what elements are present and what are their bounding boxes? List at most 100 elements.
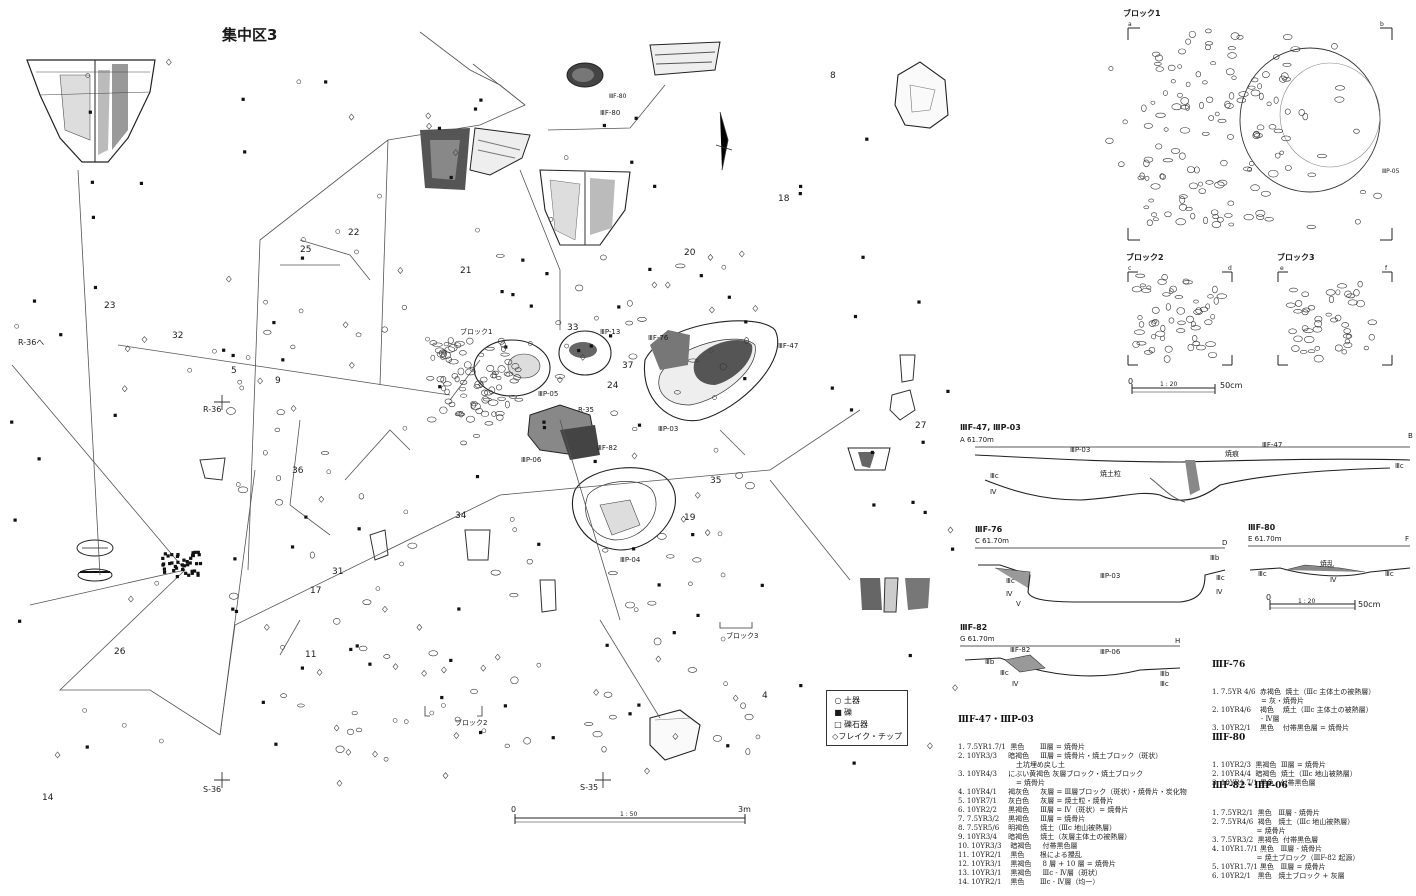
artifact-mark <box>1252 131 1261 140</box>
label-f47: ⅢF-47 <box>778 342 798 350</box>
artifact-mark <box>830 386 834 390</box>
artifact-mark <box>1199 101 1204 109</box>
artifact-mark <box>296 79 302 85</box>
artifact-mark <box>359 645 368 652</box>
num-18: 18 <box>778 194 790 204</box>
artifact-mark <box>602 548 609 553</box>
svg-text:Ⅲb: Ⅲb <box>1160 670 1170 678</box>
artifact-mark <box>1202 80 1208 85</box>
num-27: 27 <box>915 421 926 431</box>
artifact-mark <box>354 249 359 255</box>
artifact-mark <box>675 263 686 269</box>
artifact-mark <box>1243 213 1254 221</box>
artifact-mark <box>1151 334 1157 340</box>
artifact-mark <box>458 410 464 418</box>
artifact-mark <box>88 110 92 114</box>
artifact-mark <box>226 407 236 415</box>
artifact-mark <box>362 599 372 605</box>
artifact-mark <box>478 381 484 389</box>
num-26: 26 <box>114 647 126 657</box>
artifact-mark <box>1316 153 1327 159</box>
artifact-mark <box>630 160 634 164</box>
artifact-mark <box>720 636 726 642</box>
artifact-mark <box>176 560 180 564</box>
artifact-mark <box>1108 66 1114 71</box>
diamond-icon: ◇ <box>832 731 839 741</box>
artifact-mark <box>481 396 490 404</box>
artifact-mark <box>1143 156 1154 163</box>
artifact-mark <box>1178 48 1186 55</box>
artifact-mark <box>479 98 483 102</box>
artifact-mark <box>229 592 239 600</box>
artifact-mark <box>505 400 510 409</box>
artifact-mark <box>1207 294 1214 299</box>
label-f80: ⅢF-80 <box>600 109 620 117</box>
artifact-mark <box>425 336 430 342</box>
artifact-mark <box>1259 92 1264 101</box>
artifact-mark <box>1217 179 1228 186</box>
note-line: 11. 10YR2/1 黒色 根による攪乱 <box>958 851 1082 859</box>
artifact-mark <box>447 337 454 344</box>
artifact-mark <box>717 531 723 537</box>
artifact-mark <box>425 112 432 120</box>
note-line: 4. 10YR4/1 褐灰色 灰層 = Ⅲ層ブロック（斑状）・焼骨片・炭化物 <box>958 788 1187 796</box>
square-open-icon: □ <box>834 719 842 729</box>
inset-title-block2: ブロック2 <box>1126 252 1164 262</box>
artifact-mark <box>1194 166 1200 174</box>
main-scale-start: 0 <box>511 805 516 814</box>
artifact-mark <box>1280 72 1289 80</box>
artifact-mark <box>481 728 487 734</box>
artifact-mark <box>634 116 638 120</box>
artifact-mark <box>503 371 514 377</box>
artifact-mark <box>494 653 501 661</box>
artifact-mark <box>1155 112 1166 118</box>
artifact-mark <box>1105 137 1114 144</box>
artifact-mark <box>738 250 745 258</box>
artifact-mark <box>1164 345 1173 353</box>
artifact-mark <box>1205 341 1216 348</box>
artifact-mark <box>1162 292 1171 297</box>
artifact-mark <box>480 376 488 383</box>
artifact-mark <box>1307 172 1317 177</box>
inset-title-block1: ブロック1 <box>1123 8 1161 18</box>
artifact-mark <box>1228 222 1235 227</box>
section1-title: ⅢF-47, ⅢP-03 <box>960 423 1021 432</box>
artifact-mark <box>1274 152 1281 159</box>
artifact-mark <box>1141 104 1147 112</box>
feature-pits <box>473 320 779 551</box>
artifact-mark <box>1343 333 1353 339</box>
svg-text:Ⅲc: Ⅲc <box>1160 680 1169 688</box>
artifact-mark <box>1162 90 1168 96</box>
artifact-mark <box>1282 77 1292 82</box>
artifact-mark <box>594 315 599 321</box>
artifact-mark <box>280 645 285 650</box>
artifact-mark <box>1290 46 1301 53</box>
artifact-mark <box>584 722 594 726</box>
note-line: 12. 10YR3/1 黒褐色 8 層 + 10 層 = 焼骨片 <box>958 860 1116 868</box>
artifact-mark <box>719 363 727 371</box>
artifact-mark <box>1359 190 1367 195</box>
artifact-mark <box>1177 92 1183 98</box>
artifact-mark <box>333 618 341 625</box>
svg-text:Ⅲc: Ⅲc <box>1395 462 1404 470</box>
artifact-mark <box>1143 350 1153 355</box>
artifact-mark <box>448 401 456 408</box>
artifact-mark <box>170 553 174 557</box>
artifact-mark <box>744 713 754 721</box>
artifact-mark <box>397 267 404 274</box>
note-line: 1. 7.5YR2/1 黒色 Ⅲ層 - 焼骨片 <box>1212 809 1320 817</box>
section1-ash: 焼痕 <box>1225 449 1239 458</box>
artifact-mark <box>454 412 466 417</box>
artifact-mark <box>298 308 304 314</box>
artifact-mark <box>1330 317 1339 323</box>
artifact-mark <box>1216 293 1228 299</box>
artifact-mark <box>272 320 276 325</box>
artifact-mark <box>1151 319 1160 327</box>
artifact-mark <box>1220 159 1228 167</box>
svg-text:Ⅲc: Ⅲc <box>1006 577 1015 585</box>
artifact-mark <box>1325 312 1332 317</box>
artifact-mark <box>509 395 517 399</box>
artifact-mark <box>346 728 355 735</box>
artifact-mark <box>637 703 641 707</box>
artifact-mark <box>625 601 635 609</box>
